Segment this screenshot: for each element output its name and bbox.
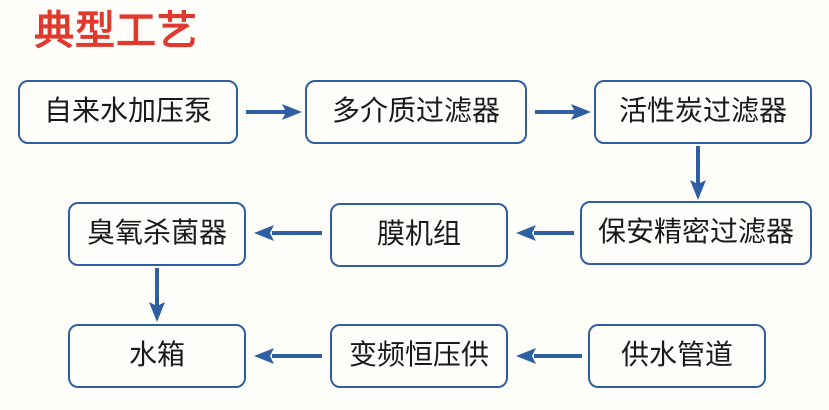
node-label: 多介质过滤器 <box>331 94 500 127</box>
node-self-water-pump[interactable]: 自来水加压泵 <box>18 80 238 144</box>
arrow-right-pump-to-multimedia <box>246 100 302 124</box>
arrow-left-membrane-to-ozone <box>254 221 322 245</box>
node-label: 水箱 <box>128 338 185 371</box>
node-water-tank[interactable]: 水箱 <box>68 324 246 388</box>
arrow-left-security-filter-to-membrane <box>516 221 574 245</box>
arrow-left-vfd-supply-to-water-tank <box>254 344 322 368</box>
node-label: 变频恒压供 <box>348 338 489 371</box>
page-title: 典型工艺 <box>34 8 198 54</box>
node-label: 膜机组 <box>376 217 461 250</box>
node-water-supply-pipeline[interactable]: 供水管道 <box>588 324 766 388</box>
arrow-left-pipeline-to-vfd-supply <box>516 344 582 368</box>
node-label: 自来水加压泵 <box>43 94 212 127</box>
node-ozone-sterilizer[interactable]: 臭氧杀菌器 <box>68 202 246 266</box>
arrow-down-ozone-to-water-tank <box>145 268 169 322</box>
arrow-down-carbon-to-security-filter <box>686 146 710 200</box>
node-label: 活性炭过滤器 <box>618 94 787 127</box>
node-label: 保安精密过滤器 <box>597 215 794 248</box>
node-label: 臭氧杀菌器 <box>86 216 227 249</box>
node-activated-carbon-filter[interactable]: 活性炭过滤器 <box>594 80 812 144</box>
node-multimedia-filter[interactable]: 多介质过滤器 <box>305 80 527 144</box>
node-variable-frequency-constant-pressure-supply[interactable]: 变频恒压供 <box>330 324 508 388</box>
node-security-precision-filter[interactable]: 保安精密过滤器 <box>580 201 812 265</box>
node-label: 供水管道 <box>620 338 733 371</box>
arrow-right-multimedia-to-carbon <box>535 100 591 124</box>
node-membrane-unit[interactable]: 膜机组 <box>330 203 508 267</box>
